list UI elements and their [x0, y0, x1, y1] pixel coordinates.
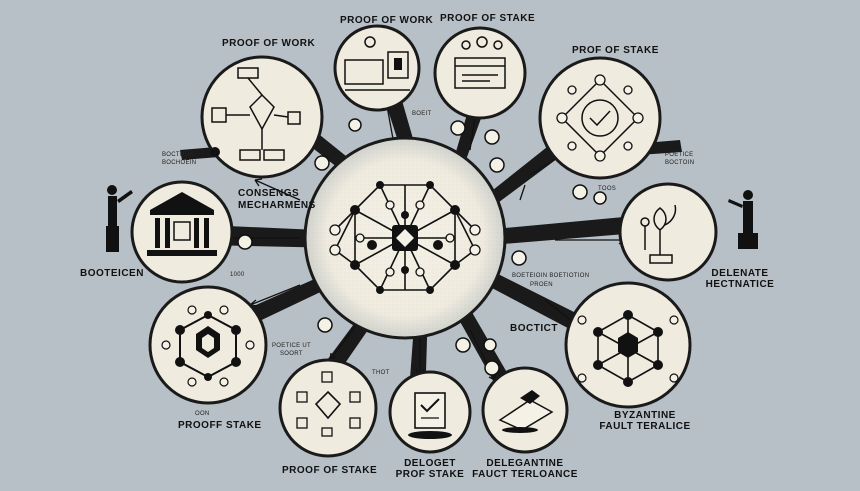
small-label-boeit: BOEIT: [412, 111, 432, 117]
label-consensus-line1: CONSENGS: [238, 188, 300, 199]
delegated-node: [618, 182, 718, 282]
small-label-poetice-ut: POETICE UT: [272, 343, 312, 349]
small-label-oon: OON: [195, 411, 210, 417]
proof-of-stake-node-top: [433, 26, 527, 120]
small-label-1000: 1000: [230, 272, 245, 278]
label-proof-of-stake-top: PROOF OF STAKE: [440, 13, 536, 24]
small-label-bochoein: BOCHOEIN: [162, 160, 197, 166]
proof-of-work-node-top: [333, 24, 421, 112]
byzantine-node: [564, 281, 692, 409]
label-booteicen: BOOTEICEN: [80, 268, 144, 279]
label-delenate-line2: HECTNATICE: [705, 279, 775, 290]
proof-of-stake-node-right: [538, 56, 662, 180]
label-delenate-line1: DELENATE: [711, 268, 769, 279]
label-consensus-line2: MECHARMENS: [238, 200, 316, 211]
label-byzantine-line2: FAULT TERALICE: [599, 421, 691, 432]
label-proof-of-stake-right: PROF OF STAKE: [572, 45, 659, 56]
hexagon-node-left: [148, 285, 268, 405]
small-label-bocthon: BOCTHON: [162, 152, 195, 158]
person-figure-right: [728, 190, 758, 249]
small-label-proen: PROEN: [530, 282, 553, 288]
label-proof-stake-left: PROOFF STAKE: [178, 420, 262, 431]
small-label-boctoin: BOCTOIN: [665, 160, 695, 166]
label-deloget-line1: DELOGET: [404, 458, 456, 469]
label-proof-of-work-top: PROOF OF WORK: [340, 15, 434, 26]
label-proof-of-stake-bottom: PROOF OF STAKE: [282, 465, 378, 476]
small-label-poetice: POETICE: [665, 152, 694, 158]
label-delegantine-line1: DELEGANTINE: [486, 458, 564, 469]
proof-of-work-node-left: [200, 55, 324, 179]
label-deloget-line2: PROF STAKE: [395, 469, 465, 480]
delegantine-node: [481, 366, 569, 454]
person-figure-left: [106, 185, 133, 252]
small-label-thot: THOT: [372, 370, 390, 376]
small-label-soort: SOORT: [280, 351, 303, 357]
central-hub: [303, 136, 507, 340]
label-proof-of-work-left: PROOF OF WORK: [222, 38, 316, 49]
proof-of-stake-node-bottom: [278, 358, 378, 458]
label-byzantine-line1: BYZANTINE: [614, 410, 676, 421]
small-label-toos: TOOS: [598, 186, 617, 192]
bank-node: [130, 180, 234, 284]
small-label-boeteion: BOETEIOIN BOETIOTION: [512, 273, 590, 279]
label-delegantine-line2: FAUCT TERLOANCE: [472, 469, 578, 480]
label-boctict: BOCTICT: [510, 323, 558, 334]
delegated-stake-node: [388, 370, 472, 454]
